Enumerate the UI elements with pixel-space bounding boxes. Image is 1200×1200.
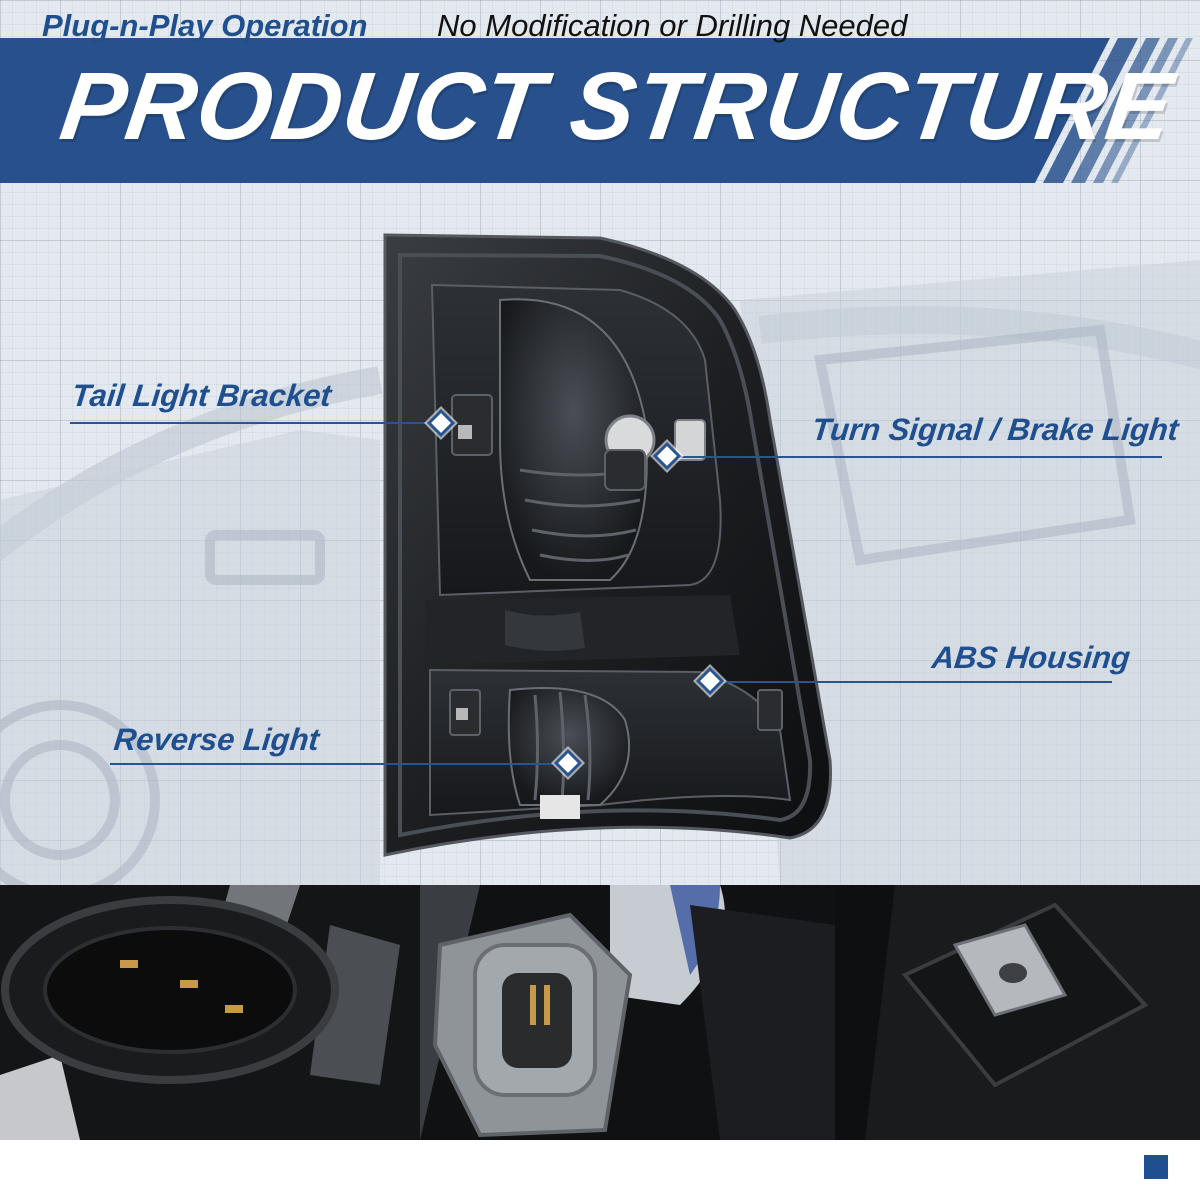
background-truck-image (0, 260, 1200, 885)
callout-line-abs-housing (710, 681, 1112, 683)
callout-turn-signal-brake-light: Turn Signal / Brake Light (810, 412, 1181, 447)
callout-tail-light-bracket: Tail Light Bracket (70, 378, 333, 413)
callout-reverse-light: Reverse Light (112, 722, 321, 757)
detail-photo-plug (420, 885, 835, 1140)
title-banner (0, 38, 1193, 183)
detail-photo-connector-pins (0, 885, 420, 1140)
footer-text: No Modification or Drilling Needed (437, 8, 908, 43)
footer-highlight: Plug-n-Play Operation (42, 8, 368, 43)
square-bullet-icon (1144, 1155, 1168, 1179)
callout-line-turn-signal (668, 456, 1162, 458)
tail-light-product-image (383, 233, 832, 857)
detail-photo-mounting-clip (835, 885, 1200, 1140)
callout-line-reverse-light (110, 763, 570, 765)
callout-abs-housing: ABS Housing (930, 640, 1132, 675)
footer-bar (0, 1140, 1200, 1200)
callout-line-tail-light-bracket (70, 422, 442, 424)
